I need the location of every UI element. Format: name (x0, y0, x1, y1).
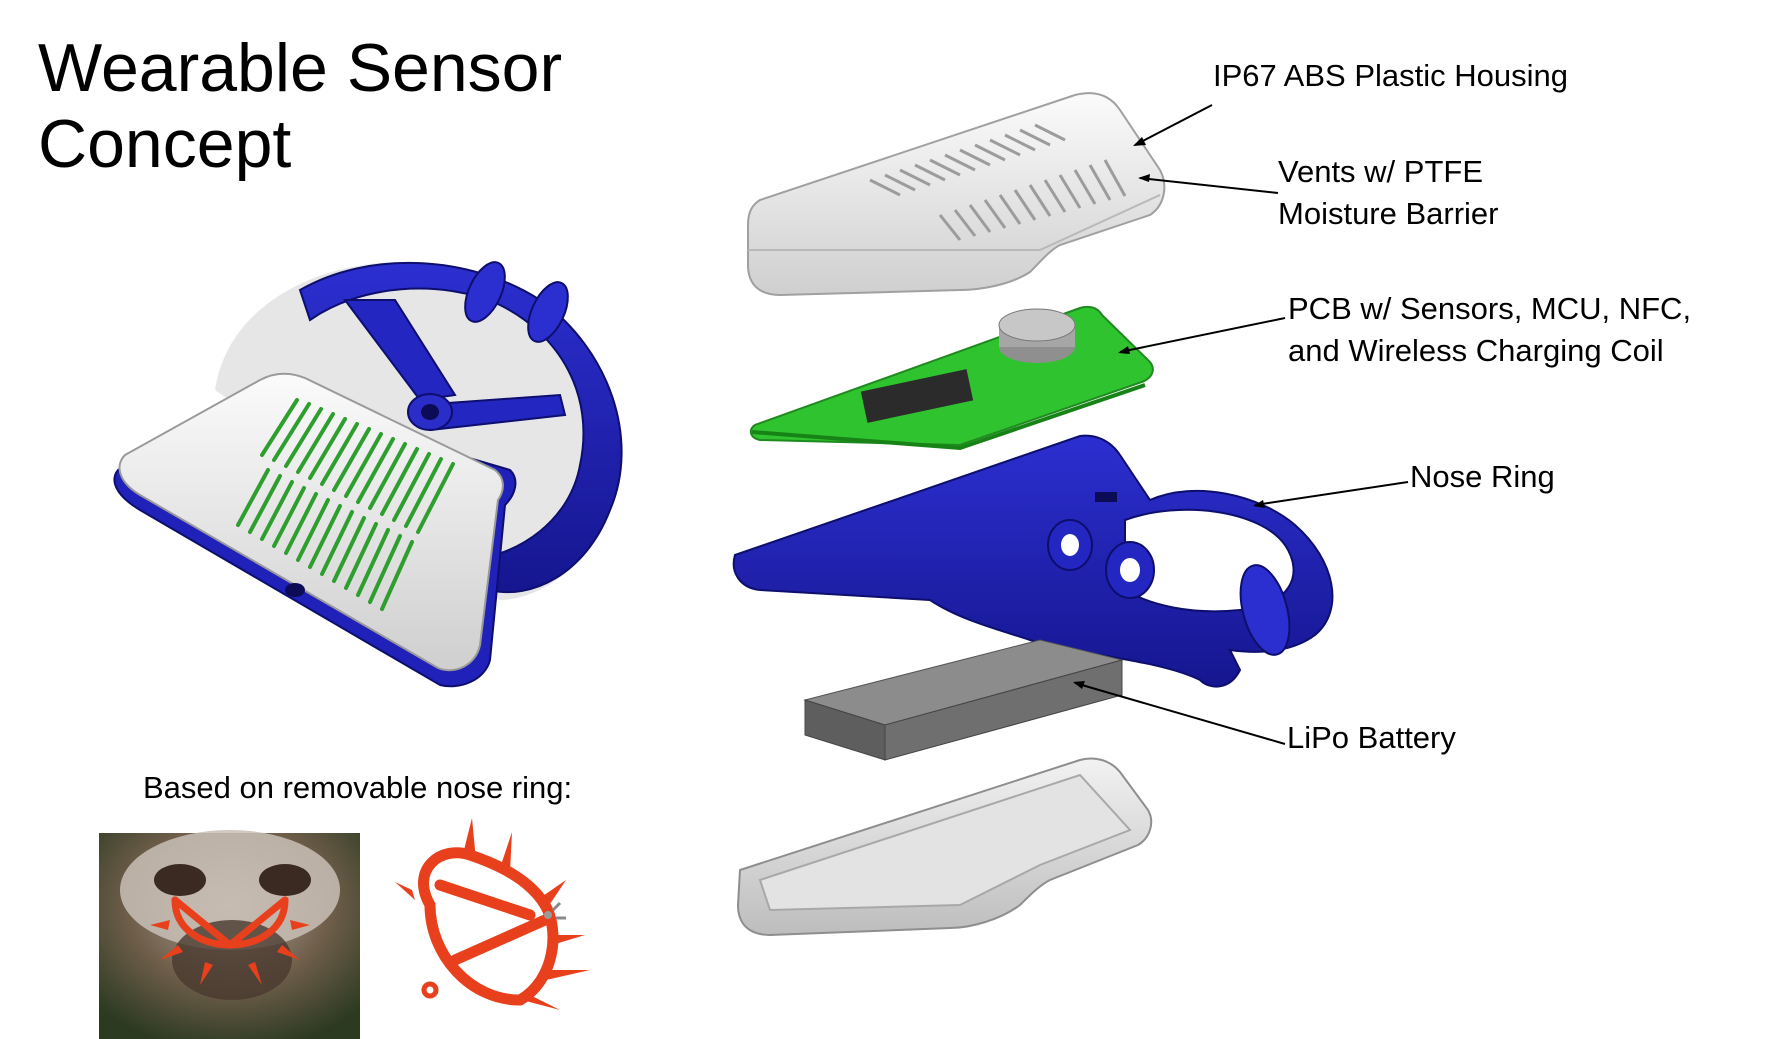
exploded-pcb (749, 305, 1154, 451)
mcu-chip (860, 369, 974, 423)
slide-title: Wearable Sensor Concept (38, 30, 562, 182)
label-pcb-line-1: PCB w/ Sensors, MCU, NFC, (1288, 291, 1692, 326)
exploded-nose-ring (732, 434, 1334, 688)
label-nose-ring: Nose Ring (1410, 459, 1555, 494)
label-pcb-line-2: and Wireless Charging Coil (1288, 333, 1664, 368)
spiked-ring-image (395, 818, 590, 1010)
label-housing: IP67 ABS Plastic Housing (1213, 58, 1568, 93)
label-vents: Vents w/ PTFE Moisture Barrier (1278, 151, 1499, 235)
caption-nose-ring: Based on removable nose ring: (143, 770, 573, 805)
assembled-housing (118, 372, 504, 672)
title-line-1: Wearable Sensor (38, 30, 563, 106)
assembled-sensor-render (113, 261, 623, 688)
exploded-base (736, 757, 1153, 937)
exploded-vents (869, 123, 1127, 241)
title-line-2: Concept (38, 106, 292, 182)
exploded-battery (803, 639, 1124, 761)
coin-cell (998, 308, 1076, 342)
cow-photo (99, 830, 360, 1039)
assembled-vents (236, 398, 455, 611)
exploded-housing (747, 92, 1166, 297)
leader-lines (1074, 104, 1409, 745)
label-battery: LiPo Battery (1287, 720, 1456, 755)
label-vents-line-1: Vents w/ PTFE (1278, 154, 1484, 189)
label-pcb: PCB w/ Sensors, MCU, NFC, and Wireless C… (1288, 288, 1691, 372)
label-vents-line-2: Moisture Barrier (1278, 196, 1499, 231)
